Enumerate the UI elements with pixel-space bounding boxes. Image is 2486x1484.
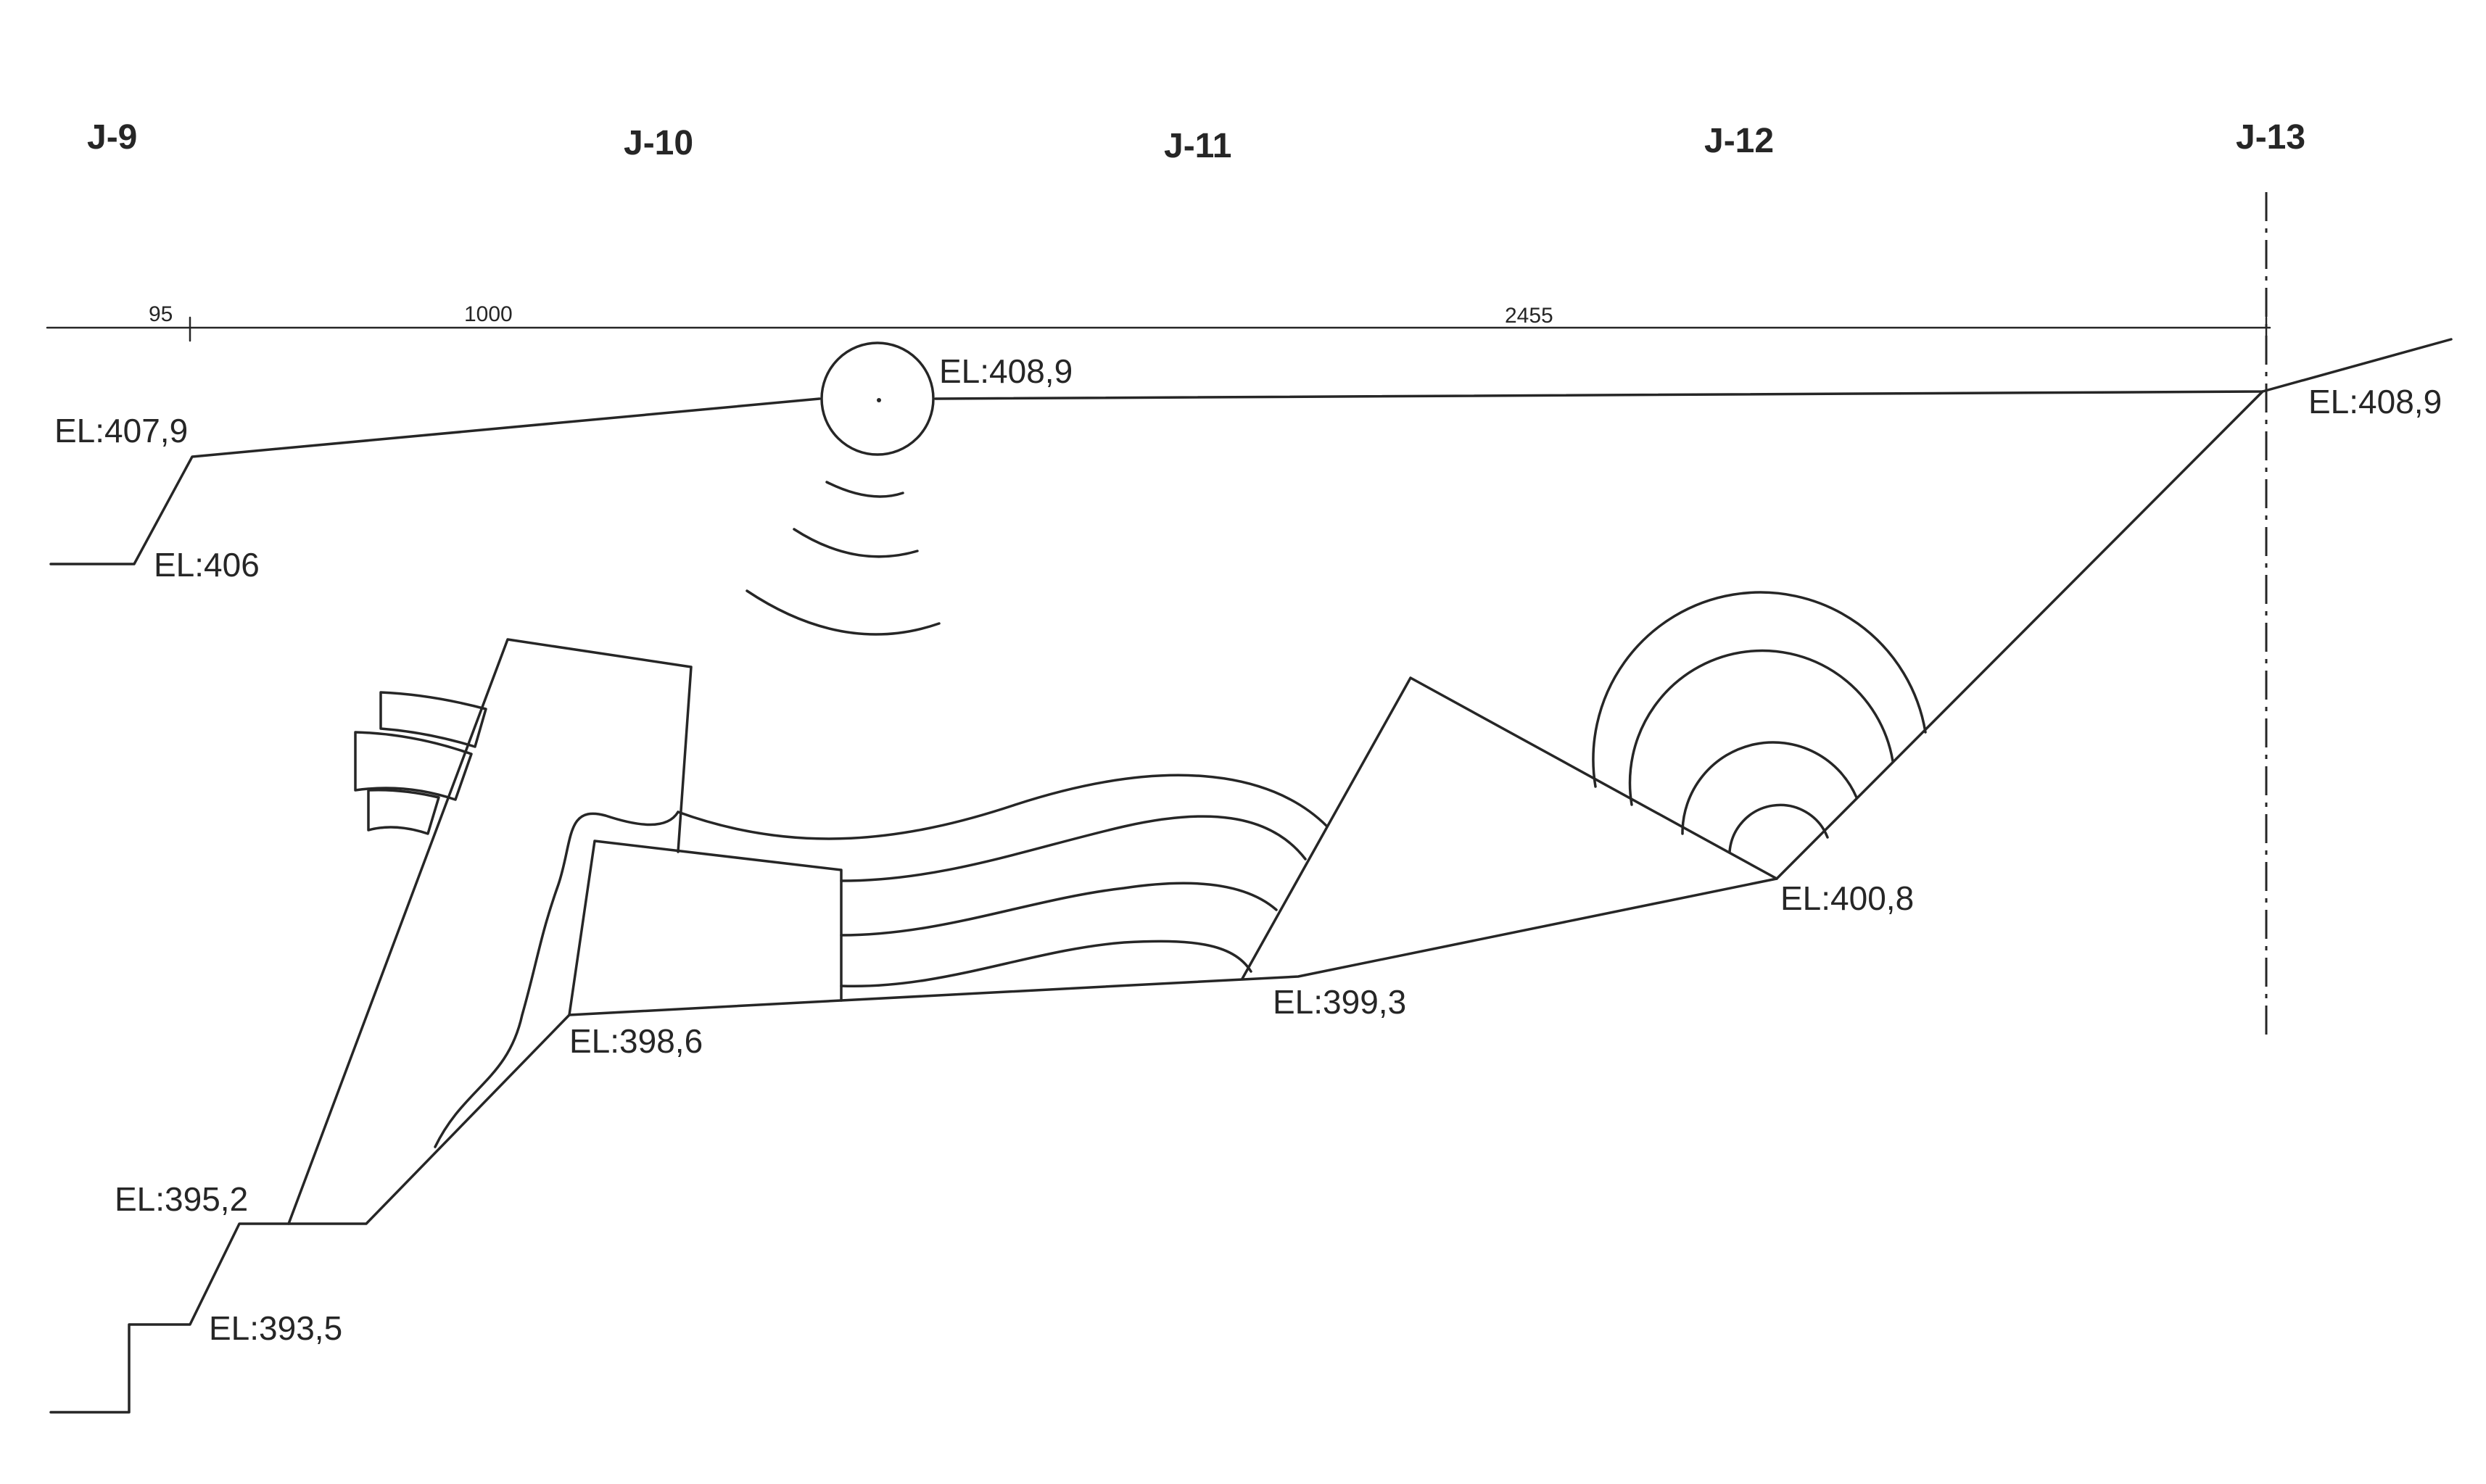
grid-label-j10: J-10: [624, 124, 693, 162]
sun-ray-arc: [793, 528, 919, 558]
dimension-95: 95: [149, 302, 173, 326]
wave-line: [840, 940, 1252, 988]
sun-ray-arc: [825, 481, 904, 498]
concentric-arc: [1681, 741, 1858, 835]
triangle-shape: [1241, 676, 1778, 980]
elevation-label: EL:398,6: [569, 1022, 703, 1060]
grid-label-j12: J-12: [1704, 122, 1774, 160]
sun-center: [877, 398, 881, 402]
elevation-label: EL:406: [154, 546, 260, 584]
elevation-label: EL:400,8: [1780, 879, 1914, 917]
elevation-label: EL:408,9: [939, 352, 1073, 390]
concentric-arc: [1592, 591, 1927, 788]
elevation-label: EL:395,2: [115, 1180, 248, 1218]
dimension-1000: 1000: [464, 302, 513, 326]
grid-label-j11: J-11: [1164, 127, 1231, 165]
dimension-2455: 2455: [1505, 304, 1553, 328]
wave-line: [840, 882, 1278, 937]
wave-line: [840, 815, 1307, 882]
sun-ray-arc: [746, 589, 941, 636]
inner-block: [568, 840, 843, 1016]
sun-symbol: [820, 341, 935, 456]
upper-ground-left: [49, 397, 821, 565]
lower-ground-profile: [49, 390, 2264, 1414]
elevation-label: EL:393,5: [209, 1309, 342, 1347]
grid-label-j13: J-13: [2236, 118, 2305, 157]
elevation-label: EL:408,9: [2308, 383, 2442, 420]
concentric-arc: [1628, 649, 1894, 806]
leaning-block: [287, 638, 693, 1225]
grid-label-j9: J-9: [87, 118, 137, 157]
bracket-arc: [379, 691, 487, 748]
concentric-arc: [1728, 803, 1829, 853]
wavy-edge: [434, 811, 680, 1148]
bracket-arc: [367, 788, 440, 835]
wave-line: [677, 774, 1329, 840]
bracket-arc: [354, 731, 473, 801]
upper-ground-right: [934, 338, 2453, 400]
elevation-label: EL:399,3: [1273, 983, 1406, 1021]
elevation-label: EL:407,9: [54, 412, 188, 449]
